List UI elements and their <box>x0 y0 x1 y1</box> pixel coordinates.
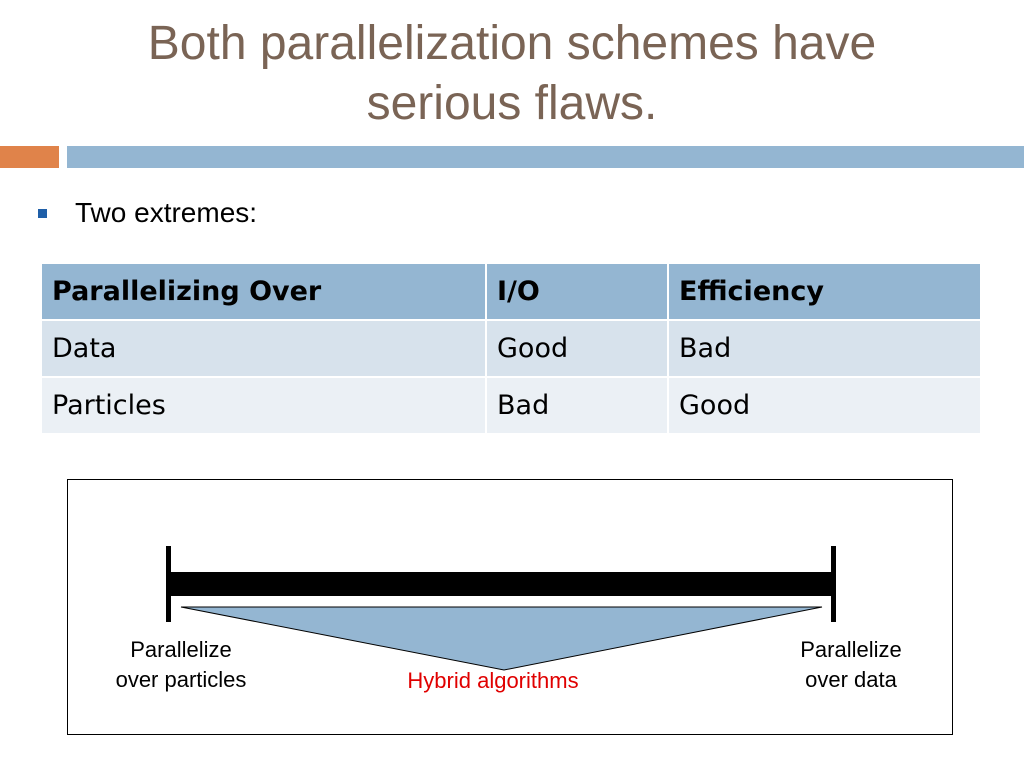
table-cell: Particles <box>40 376 487 435</box>
table-cell: Data <box>40 319 487 378</box>
square-bullet-icon <box>38 208 47 218</box>
label-hybrid-algorithms: Hybrid algorithms <box>407 668 579 693</box>
table-row: Data Good Bad <box>40 319 982 378</box>
table-row: Particles Bad Good <box>40 376 982 435</box>
spectrum-bar <box>168 572 835 596</box>
accent-bar-blue <box>67 146 1024 168</box>
bullet-text: Two extremes: <box>75 197 258 228</box>
comparison-table: Parallelizing Over I/O Efficiency Data G… <box>40 262 982 435</box>
header-io: I/O <box>485 262 669 321</box>
label-left-line2: over particles <box>115 667 247 692</box>
table-cell: Bad <box>667 319 982 378</box>
table-cell: Bad <box>485 376 669 435</box>
label-right-line2: over data <box>805 667 897 692</box>
spectrum-svg <box>166 546 836 671</box>
accent-bar-orange <box>0 146 59 168</box>
table-header-row: Parallelizing Over I/O Efficiency <box>40 262 982 321</box>
label-over-data: Parallelize over data <box>766 635 936 695</box>
left-end-cap <box>166 546 171 622</box>
label-over-particles: Parallelize over particles <box>96 635 266 695</box>
header-parallelizing-over: Parallelizing Over <box>40 262 487 321</box>
spectrum-diagram: Parallelize over particles Parallelize o… <box>67 479 953 735</box>
header-efficiency: Efficiency <box>667 262 982 321</box>
bullet-item: Two extremes: <box>38 193 257 233</box>
slide-title-line1: Both parallelization schemes have <box>147 17 877 70</box>
hybrid-wedge <box>180 606 823 671</box>
table-cell: Good <box>667 376 982 435</box>
table-cell: Good <box>485 319 669 378</box>
label-right-line1: Parallelize <box>800 637 902 662</box>
slide-title: Both parallelization schemes have seriou… <box>0 14 1024 134</box>
slide-title-line2: serious flaws. <box>366 77 658 130</box>
right-end-cap <box>831 546 836 622</box>
label-left-line1: Parallelize <box>130 637 232 662</box>
